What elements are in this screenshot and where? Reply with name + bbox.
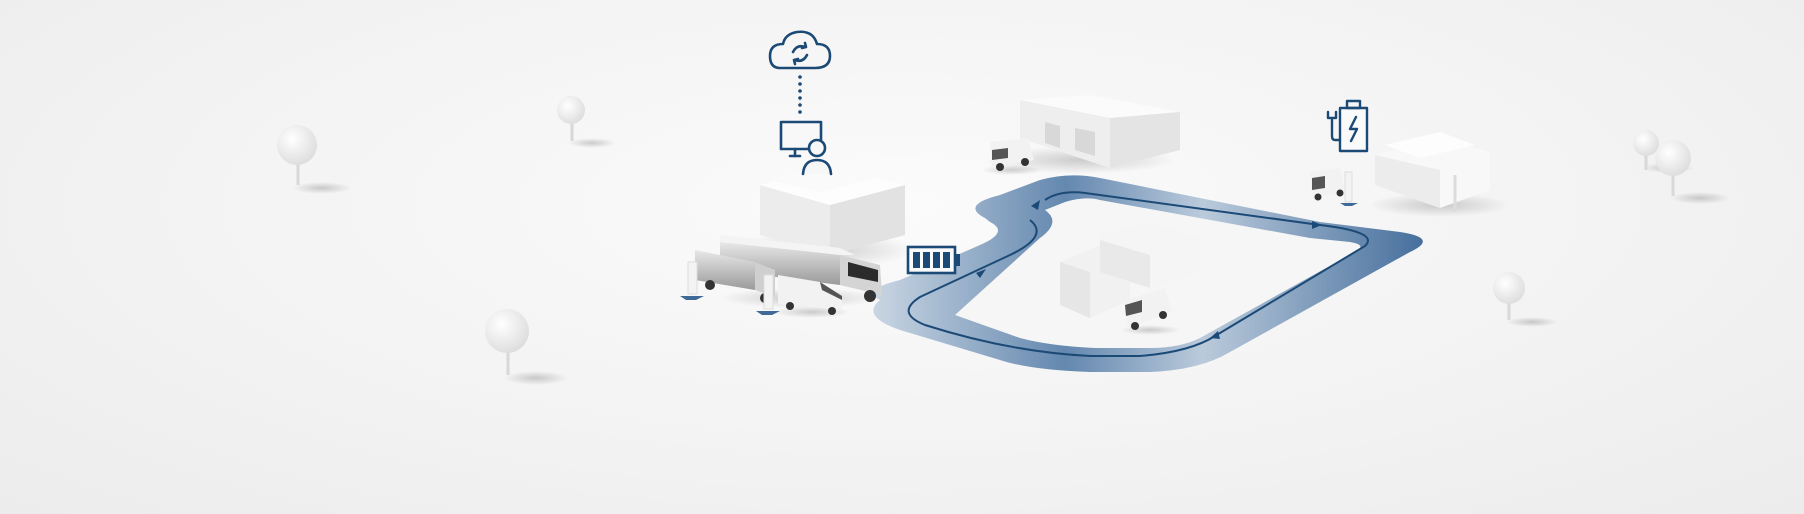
charging-station-battery-icon xyxy=(1326,99,1369,153)
battery-full-icon xyxy=(906,245,960,275)
van-inner xyxy=(1120,288,1180,335)
tree-right-2 xyxy=(1655,140,1730,204)
charger-left xyxy=(680,261,704,300)
tree-right-3 xyxy=(1493,272,1558,327)
van-depot xyxy=(774,275,850,318)
monitor-user-icon xyxy=(779,120,833,176)
tree-left-1 xyxy=(277,125,352,194)
charger-mid xyxy=(756,274,780,315)
sync-dotted-line xyxy=(798,75,802,114)
cloud-sync-icon xyxy=(768,30,832,70)
tree-left-2 xyxy=(557,96,616,148)
charging-station-building xyxy=(1370,132,1510,217)
van-station xyxy=(1310,168,1358,206)
van-top xyxy=(982,138,1042,175)
office-building-top xyxy=(985,95,1180,174)
house-inner xyxy=(1060,222,1200,318)
tree-left-3 xyxy=(485,309,568,385)
